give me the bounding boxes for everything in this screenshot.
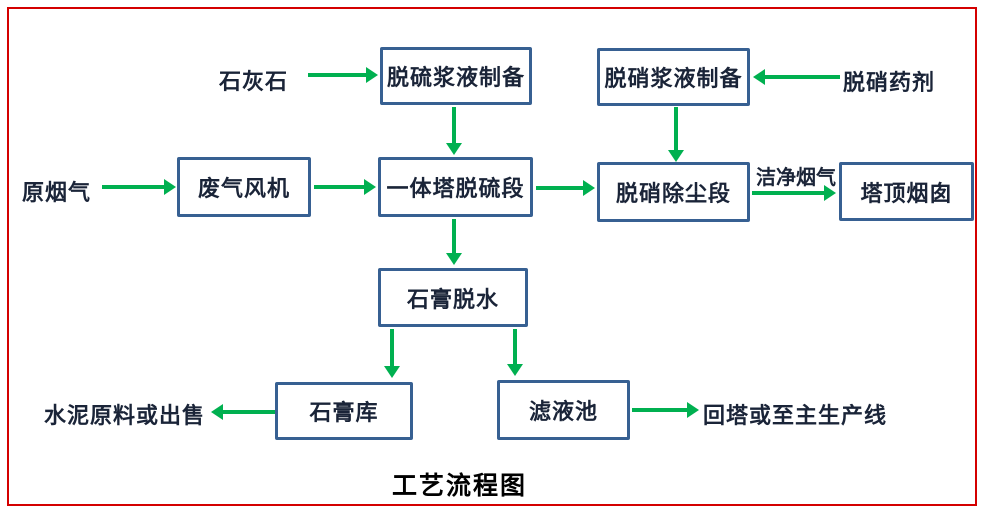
arrow-dewatering-to-filtrate-pool <box>513 329 517 364</box>
diagram-title: 工艺流程图 <box>392 472 528 500</box>
arrow-fan-to-tower-desulf <box>314 185 364 189</box>
arrow-limestone-to-desulf-slurry <box>308 73 366 77</box>
arrow-gypsum-store-to-cement-or-sale <box>223 410 275 414</box>
label-raw-flue-gas: 原烟气 <box>22 180 92 205</box>
label-return-to-tower-or-main-line: 回塔或至主生产线 <box>703 403 888 428</box>
arrow-desulf-slurry-to-tower <box>452 107 456 143</box>
label-cement-raw-material-or-sale: 水泥原料或出售 <box>44 403 206 428</box>
arrow-tower-desulf-to-denit-dust <box>536 186 583 190</box>
arrow-denit-dust-to-chimney <box>752 191 824 195</box>
node-denitration-slurry-prep: 脱硝浆液制备 <box>597 48 750 106</box>
arrow-tower-to-gypsum-dewatering <box>452 219 456 253</box>
arrow-raw-flue-gas-to-fan <box>102 185 164 189</box>
arrow-denit-agent-to-denit-slurry <box>765 75 840 79</box>
node-gypsum-dewatering: 石膏脱水 <box>378 268 528 327</box>
node-gypsum-warehouse: 石膏库 <box>275 382 413 440</box>
node-exhaust-gas-fan: 废气风机 <box>177 157 311 217</box>
node-desulfurization-slurry-prep: 脱硫浆液制备 <box>380 47 532 105</box>
node-tower-top-chimney: 塔顶烟囱 <box>839 162 974 221</box>
label-limestone: 石灰石 <box>219 69 289 94</box>
arrow-denit-slurry-to-denit-dust <box>674 107 678 150</box>
node-filtrate-pool: 滤液池 <box>497 380 630 440</box>
arrow-dewatering-to-gypsum-store <box>390 329 394 366</box>
arrow-filtrate-pool-to-main-line <box>632 408 687 412</box>
label-denitration-agent: 脱硝药剂 <box>843 70 936 95</box>
node-denitration-dust-removal-section: 脱硝除尘段 <box>597 162 750 222</box>
node-integrated-tower-desulf-section: 一体塔脱硫段 <box>378 157 533 217</box>
label-clean-flue-gas: 洁净烟气 <box>756 167 836 189</box>
